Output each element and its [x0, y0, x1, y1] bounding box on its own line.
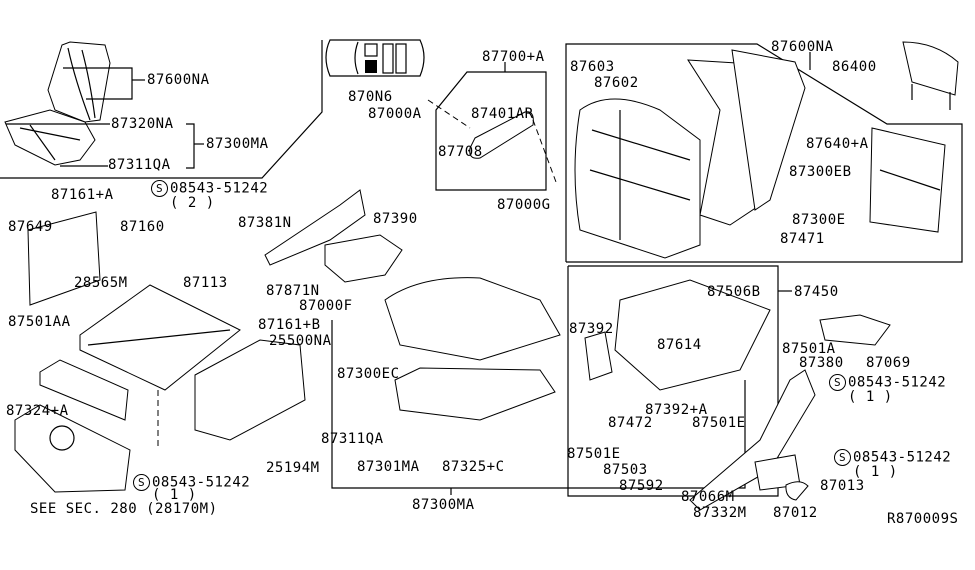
label-87471: 87471	[780, 231, 825, 247]
screw-symbol-icon: S	[829, 374, 846, 391]
screw-symbol-icon: S	[133, 474, 150, 491]
label-87503: 87503	[603, 462, 648, 478]
label-87614: 87614	[657, 337, 702, 353]
label-25194M: 25194M	[266, 460, 320, 476]
label-87012: 87012	[773, 505, 818, 521]
armrest-kit-box	[435, 71, 547, 191]
label-87000G: 87000G	[497, 197, 551, 213]
label-87392: 87392	[569, 321, 614, 337]
label-87640A: 87640+A	[806, 136, 869, 152]
seat-cushion	[384, 277, 561, 361]
screw-symbol-icon: S	[151, 180, 168, 197]
seatback-cover	[574, 98, 701, 259]
label-87392A: 87392+A	[645, 402, 708, 418]
label-87113: 87113	[183, 275, 228, 291]
label-87381N: 87381N	[238, 215, 292, 231]
screw-qty-2: ( 1 )	[152, 487, 197, 503]
label-87332M: 87332M	[693, 505, 747, 521]
see-section-note: SEE SEC. 280 (28170M)	[30, 501, 218, 517]
label-87301MA: 87301MA	[357, 459, 420, 475]
label-87311QA-inset: 87311QA	[108, 157, 171, 173]
seat-location-icon	[325, 39, 425, 77]
label-87069: 87069	[866, 355, 911, 371]
label-28565M: 28565M	[74, 275, 128, 291]
label-87000F: 87000F	[299, 298, 353, 314]
screw-qty-3: ( 1 )	[848, 389, 893, 405]
label-87300MA: 87300MA	[412, 497, 475, 513]
label-87000A: 87000A	[368, 106, 422, 122]
label-87160: 87160	[120, 219, 165, 235]
label-86400: 86400	[832, 59, 877, 75]
label-87501E-a: 87501E	[692, 415, 746, 431]
label-87603: 87603	[570, 59, 615, 75]
label-87320NA: 87320NA	[111, 116, 174, 132]
label-87472: 87472	[608, 415, 653, 431]
label-87161B: 87161+B	[258, 317, 321, 333]
label-87506B: 87506B	[707, 284, 761, 300]
label-87649: 87649	[8, 219, 53, 235]
label-25500NA: 25500NA	[269, 333, 332, 349]
label-87592: 87592	[619, 478, 664, 494]
label-87300EC: 87300EC	[337, 366, 400, 382]
reference-code: R870009S	[887, 511, 959, 527]
screw-qty-1: ( 2 )	[170, 195, 215, 211]
label-87161A: 87161+A	[51, 187, 114, 203]
label-87325C: 87325+C	[442, 459, 505, 475]
label-87300MA-inset: 87300MA	[206, 136, 269, 152]
label-87450: 87450	[794, 284, 839, 300]
screw-symbol-icon: S	[834, 449, 851, 466]
inset-divider	[0, 40, 323, 179]
label-87708: 87708	[438, 144, 483, 160]
label-87380: 87380	[799, 355, 844, 371]
side-trim	[689, 369, 816, 511]
headrest	[902, 41, 959, 96]
label-87324A: 87324+A	[6, 403, 69, 419]
seat-frame	[14, 211, 306, 493]
label-87871N: 87871N	[266, 283, 320, 299]
label-87300EB: 87300EB	[789, 164, 852, 180]
label-87300E: 87300E	[792, 212, 846, 228]
label-87401AR: 87401AR	[471, 106, 534, 122]
label-87700A: 87700+A	[482, 49, 545, 65]
label-87600NA-inset: 87600NA	[147, 72, 210, 88]
label-87066M: 87066M	[681, 489, 735, 505]
label-87390: 87390	[373, 211, 418, 227]
label-87311QA: 87311QA	[321, 431, 384, 447]
screw-qty-4: ( 1 )	[853, 464, 898, 480]
label-87600NA: 87600NA	[771, 39, 834, 55]
seat-adjuster-box	[567, 265, 779, 497]
label-87501AA: 87501AA	[8, 314, 71, 330]
seatback-box	[565, 43, 963, 263]
label-87013: 87013	[820, 478, 865, 494]
label-87501E-b: 87501E	[567, 446, 621, 462]
label-87602: 87602	[594, 75, 639, 91]
label-870N6: 870N6	[348, 89, 393, 105]
label-87501A: 87501A	[782, 341, 836, 357]
inset-seat-drawing	[4, 41, 111, 166]
